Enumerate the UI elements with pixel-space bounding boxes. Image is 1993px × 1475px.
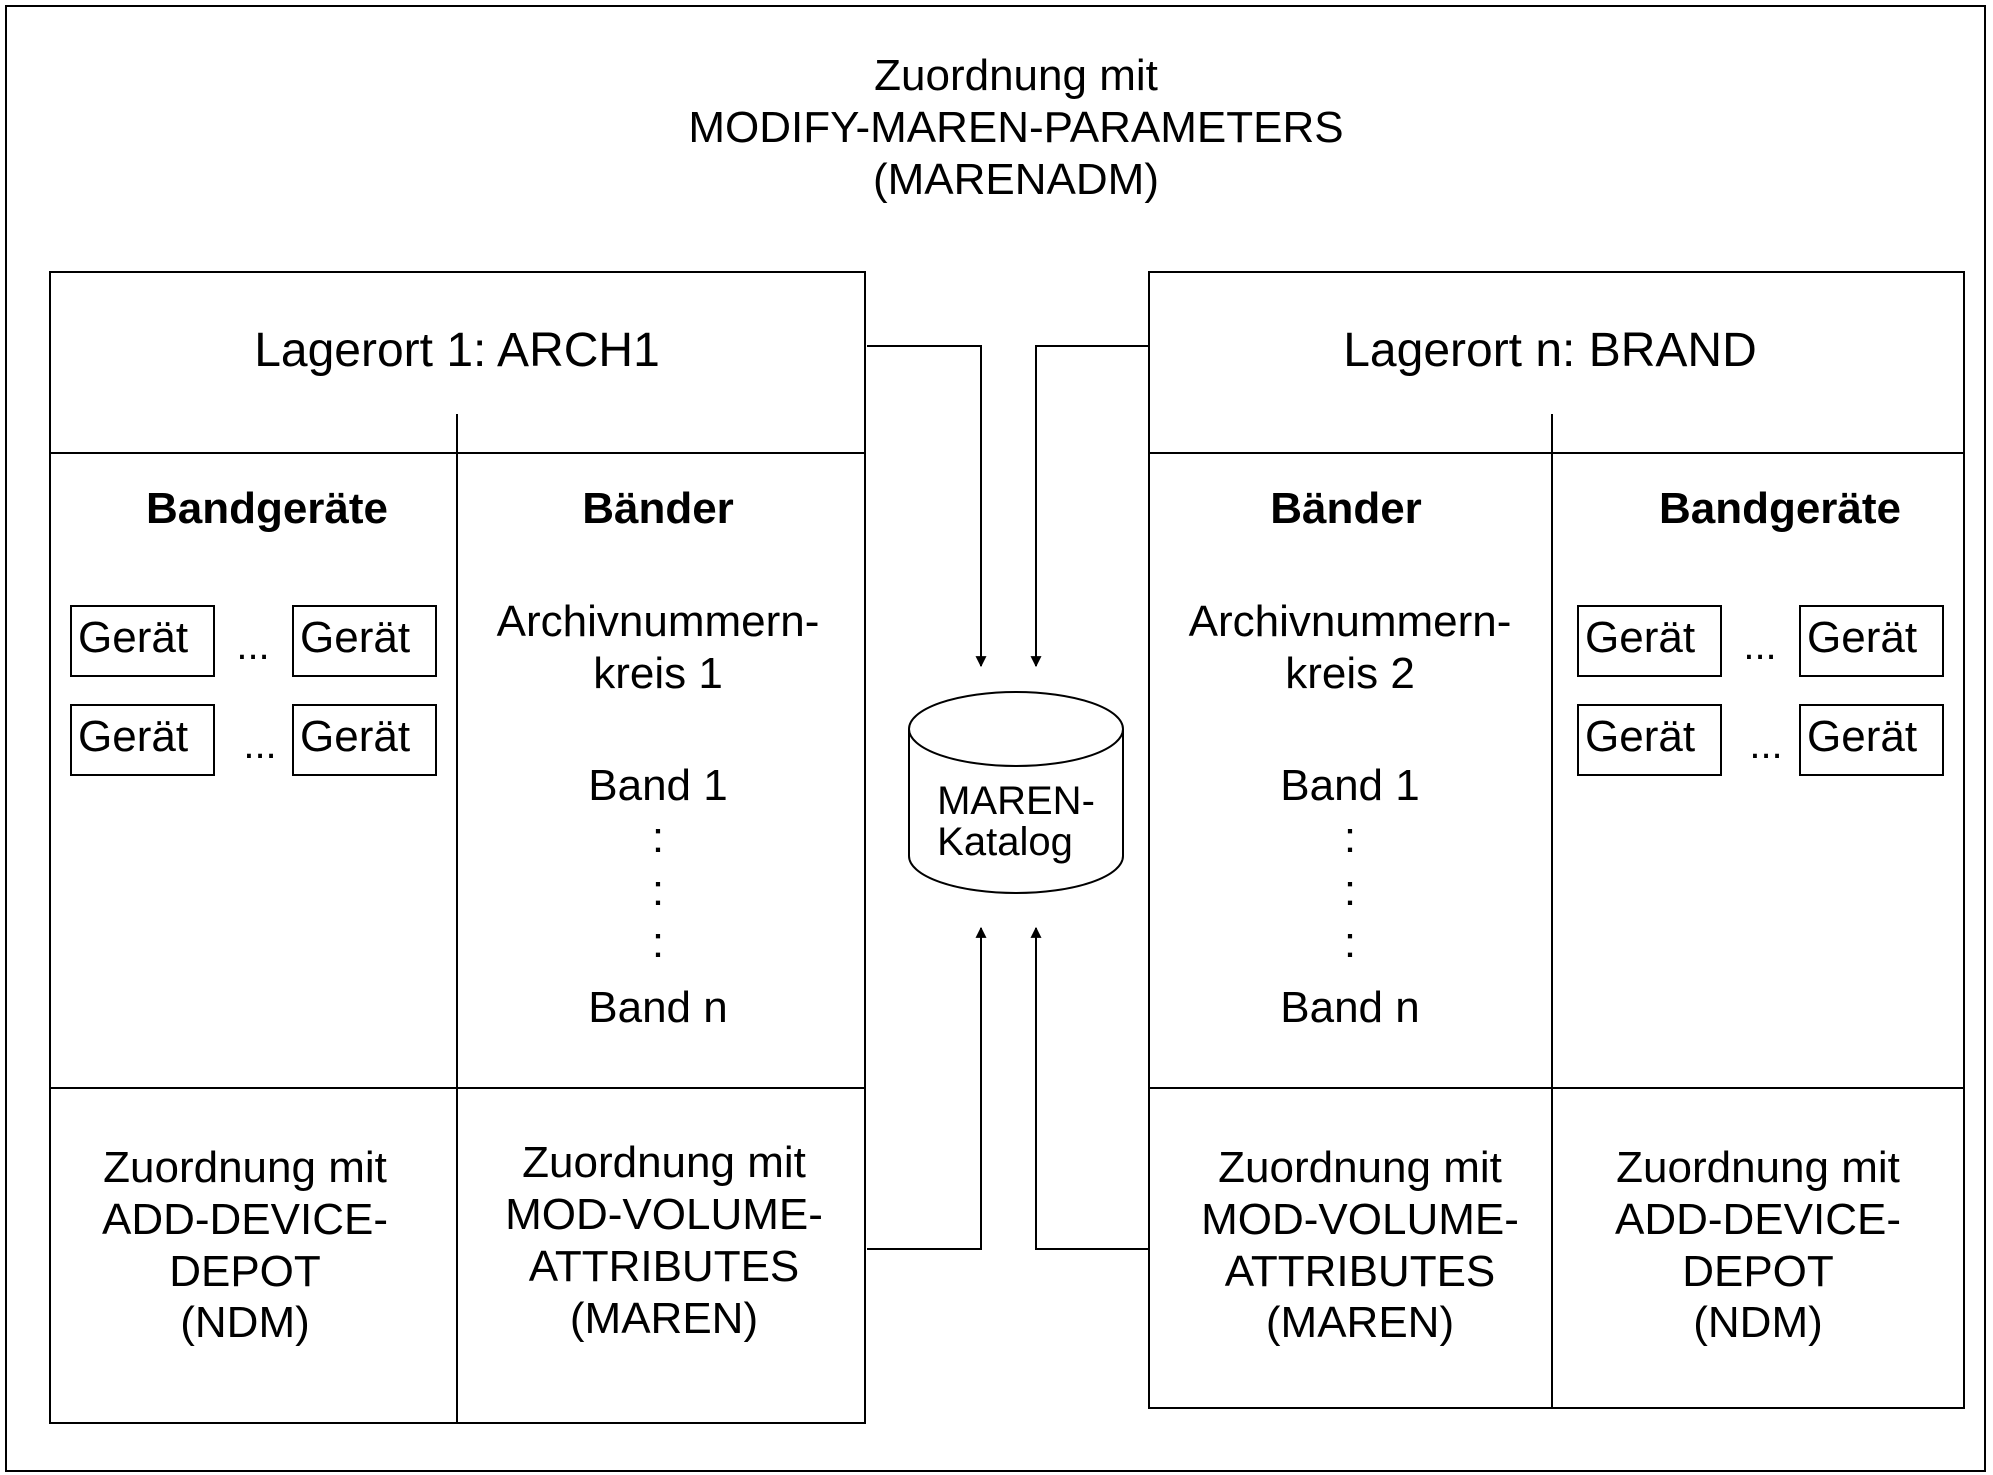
right-device-label: Gerät — [1807, 613, 1917, 662]
left-device-label: Gerät — [78, 613, 188, 662]
left-devices-assignment-line: Zuordnung mit — [103, 1143, 387, 1192]
catalog-label-line-1: MAREN- — [937, 779, 1095, 823]
left-device-ellipsis: ... — [243, 723, 276, 767]
right-device-box — [1799, 704, 1944, 776]
left-device-ellipsis: ... — [236, 624, 269, 668]
left-band-last: Band n — [588, 983, 727, 1032]
header-line-3: (MARENADM) — [873, 155, 1159, 204]
arrow-left-volumes-to-catalog — [867, 926, 987, 1250]
right-band-last: Band n — [1280, 983, 1419, 1032]
right-volumes-assignment-line: Zuordnung mit — [1218, 1143, 1502, 1192]
location-right-frame — [1148, 271, 1965, 1409]
right-range-line-1: Archivnummern- — [1189, 597, 1512, 646]
left-device-label: Gerät — [300, 712, 410, 761]
right-range-line-2: kreis 2 — [1285, 649, 1415, 698]
header-line-1: Zuordnung mit — [874, 51, 1158, 100]
right-devices-assignment-line: DEPOT — [1682, 1247, 1834, 1296]
right-volumes-assignment-line: ATTRIBUTES — [1225, 1247, 1496, 1296]
left-volumes-header: Bänder — [582, 484, 734, 533]
left-volumes-assignment-line: Zuordnung mit — [522, 1138, 806, 1187]
left-range-line-1: Archivnummern- — [497, 597, 820, 646]
left-volumes-assignment-line: ATTRIBUTES — [529, 1242, 800, 1291]
header-line-2: MODIFY-MAREN-PARAMETERS — [688, 103, 1343, 152]
right-band-colon: : — [1344, 866, 1356, 915]
right-device-label: Gerät — [1807, 712, 1917, 761]
arrow-right-title-to-catalog — [1030, 345, 1149, 668]
catalog-label-line-2: Katalog — [937, 820, 1073, 864]
location-right: Lagerort n: BRAND Bänder Bandgeräte Arch… — [1148, 271, 1965, 1409]
right-devices-assignment-line: Zuordnung mit — [1616, 1143, 1900, 1192]
left-band-colon: : — [652, 918, 664, 967]
left-band-first: Band 1 — [588, 761, 727, 810]
right-band-colon: : — [1344, 918, 1356, 967]
right-band-colon: : — [1344, 813, 1356, 862]
right-volumes-assignment-line: (MAREN) — [1266, 1298, 1454, 1347]
location-right-title: Lagerort n: BRAND — [1343, 324, 1757, 377]
right-device-label: Gerät — [1585, 712, 1695, 761]
right-device-box — [1577, 605, 1722, 677]
left-volumes-assignment-line: (MAREN) — [570, 1294, 758, 1343]
right-volumes-header: Bänder — [1270, 484, 1422, 533]
right-device-box — [1799, 605, 1944, 677]
right-devices-header: Bandgeräte — [1659, 484, 1901, 533]
left-device-box — [292, 704, 437, 776]
left-band-colon: : — [652, 866, 664, 915]
right-volumes-assignment-line: MOD-VOLUME- — [1201, 1195, 1519, 1244]
header-text: Zuordnung mit MODIFY-MAREN-PARAMETERS (M… — [688, 51, 1343, 204]
left-range-line-2: kreis 1 — [593, 649, 723, 698]
right-device-label: Gerät — [1585, 613, 1695, 662]
connector-arrows — [867, 345, 1149, 1250]
right-devices-assignment-line: (NDM) — [1693, 1298, 1823, 1347]
left-volumes-assignment-line: MOD-VOLUME- — [505, 1190, 823, 1239]
left-devices-assignment-line: DEPOT — [169, 1247, 321, 1296]
right-band-first: Band 1 — [1280, 761, 1419, 810]
arrow-right-volumes-to-catalog — [1030, 926, 1149, 1250]
maren-catalog-cylinder: MAREN- Katalog — [908, 691, 1124, 894]
right-devices-assignment-line: ADD-DEVICE- — [1615, 1195, 1901, 1244]
left-band-colon: : — [652, 813, 664, 862]
left-devices-assignment-line: (NDM) — [180, 1298, 310, 1347]
left-device-label: Gerät — [300, 613, 410, 662]
left-devices-assignment-line: ADD-DEVICE- — [102, 1195, 388, 1244]
right-device-box — [1577, 704, 1722, 776]
left-device-label: Gerät — [78, 712, 188, 761]
left-device-box — [292, 605, 437, 677]
left-device-box — [70, 704, 215, 776]
right-device-ellipsis: ... — [1749, 723, 1782, 767]
location-left-title: Lagerort 1: ARCH1 — [254, 324, 660, 377]
left-device-box — [70, 605, 215, 677]
outer-frame — [5, 5, 1986, 1472]
location-left: Lagerort 1: ARCH1 Bandgeräte Bänder Gerä… — [49, 271, 866, 1424]
left-devices-header: Bandgeräte — [146, 484, 388, 533]
right-device-ellipsis: ... — [1743, 624, 1776, 668]
arrow-left-title-to-catalog — [867, 345, 987, 668]
